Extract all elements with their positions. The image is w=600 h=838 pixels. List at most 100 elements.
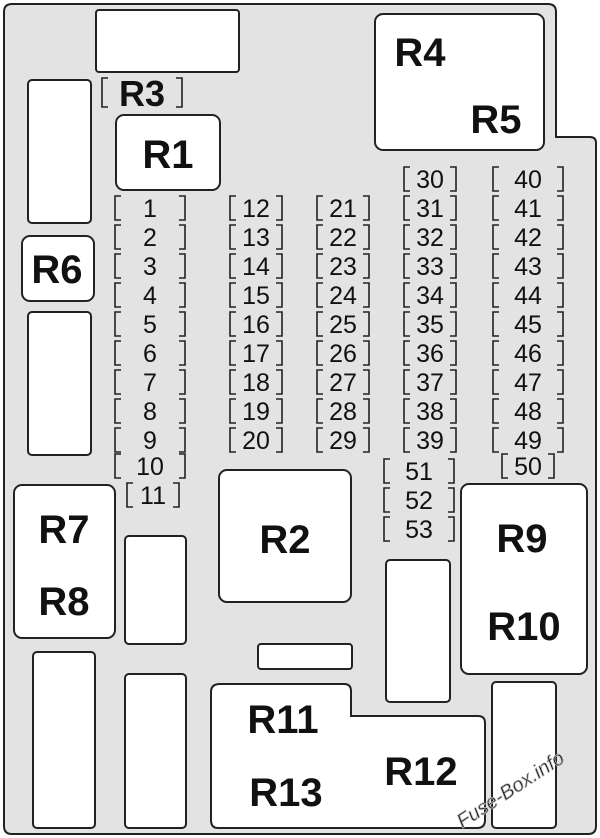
fuse-label-35: 35 bbox=[416, 311, 444, 339]
fuse-bracket-41 bbox=[492, 195, 564, 221]
relay-boxes bbox=[13, 13, 588, 829]
relay-label-r1: R1 bbox=[142, 133, 193, 177]
fuse-bracket-11 bbox=[126, 482, 180, 508]
fuse-label-49: 49 bbox=[514, 427, 542, 455]
fuse-bracket-5 bbox=[114, 311, 186, 337]
fuse-bracket-43 bbox=[492, 253, 564, 279]
fuse-label-1: 1 bbox=[143, 195, 157, 223]
fuse-bracket-39 bbox=[403, 427, 457, 453]
fuse-bracket-38 bbox=[403, 398, 457, 424]
fuse-bracket-1 bbox=[114, 195, 186, 221]
fuse-label-46: 46 bbox=[514, 340, 542, 368]
fuse-label-51: 51 bbox=[405, 458, 433, 486]
fuse-label-8: 8 bbox=[143, 398, 157, 426]
fuse-bracket-51 bbox=[383, 458, 455, 484]
fuse-label-20: 20 bbox=[242, 427, 270, 455]
fuse-label-2: 2 bbox=[143, 224, 157, 252]
relay-label-r9: R9 bbox=[496, 517, 547, 561]
fuse-label-10: 10 bbox=[136, 453, 164, 481]
relay-box-r4-r5 bbox=[374, 13, 545, 151]
fuse-label-22: 22 bbox=[329, 224, 357, 252]
fuse-bracket-24 bbox=[316, 282, 370, 308]
fuse-label-7: 7 bbox=[143, 369, 157, 397]
fuse-bracket-19 bbox=[229, 398, 283, 424]
fuse-label-25: 25 bbox=[329, 311, 357, 339]
fuse-label-19: 19 bbox=[242, 398, 270, 426]
fuse-label-38: 38 bbox=[416, 398, 444, 426]
fuse-bracket-13 bbox=[229, 224, 283, 250]
fuse-bracket-37 bbox=[403, 369, 457, 395]
fuse-bracket-2 bbox=[114, 224, 186, 250]
fuse-bracket-10 bbox=[114, 453, 186, 479]
fuse-label-12: 12 bbox=[242, 195, 270, 223]
fuse-label-48: 48 bbox=[514, 398, 542, 426]
fuse-label-27: 27 bbox=[329, 369, 357, 397]
fuse-bracket-49 bbox=[492, 427, 564, 453]
fuse-labels: 1234567891011121314151617181920212223242… bbox=[136, 166, 542, 544]
relay-label-r6: R6 bbox=[31, 248, 82, 292]
relay-box-r2 bbox=[218, 469, 352, 603]
fuse-bracket-26 bbox=[316, 340, 370, 366]
fuse-label-53: 53 bbox=[405, 516, 433, 544]
fuse-label-3: 3 bbox=[143, 253, 157, 281]
empty-slot-left-upper bbox=[27, 79, 92, 224]
fuse-label-29: 29 bbox=[329, 427, 357, 455]
fuse-label-42: 42 bbox=[514, 224, 542, 252]
fuse-label-43: 43 bbox=[514, 253, 542, 281]
fuse-label-13: 13 bbox=[242, 224, 270, 252]
fuse-label-34: 34 bbox=[416, 282, 444, 310]
empty-slots bbox=[27, 9, 557, 829]
fuse-bracket-44 bbox=[492, 282, 564, 308]
fuse-bracket-22 bbox=[316, 224, 370, 250]
empty-slot-center-right bbox=[385, 559, 451, 703]
fuse-label-30: 30 bbox=[416, 166, 444, 194]
fuse-label-23: 23 bbox=[329, 253, 357, 281]
fuse-bracket-50 bbox=[501, 453, 555, 479]
empty-slot-top bbox=[95, 9, 240, 73]
fuse-bracket-47 bbox=[492, 369, 564, 395]
relay-label-r12: R12 bbox=[384, 750, 457, 794]
relay-label-r10: R10 bbox=[487, 605, 560, 649]
empty-slot-small-center bbox=[257, 643, 353, 670]
fuse-bracket-8 bbox=[114, 398, 186, 424]
relay-label-r13: R13 bbox=[249, 771, 322, 815]
fuse-bracket-35 bbox=[403, 311, 457, 337]
fuse-bracket-36 bbox=[403, 340, 457, 366]
fuse-label-9: 9 bbox=[143, 427, 157, 455]
fuse-label-33: 33 bbox=[416, 253, 444, 281]
fuse-label-14: 14 bbox=[242, 253, 270, 281]
relay-box-r1 bbox=[115, 114, 221, 191]
fuse-bracket-52 bbox=[383, 487, 455, 513]
relay-label-r11: R11 bbox=[247, 698, 318, 742]
fuse-label-36: 36 bbox=[416, 340, 444, 368]
fuse-bracket-32 bbox=[403, 224, 457, 250]
fuse-label-18: 18 bbox=[242, 369, 270, 397]
fuse-bracket-34 bbox=[403, 282, 457, 308]
fuse-bracket-12 bbox=[229, 195, 283, 221]
fuse-bracket-25 bbox=[316, 311, 370, 337]
fuse-bracket-18 bbox=[229, 369, 283, 395]
fuse-bracket-46 bbox=[492, 340, 564, 366]
fuse-label-11: 11 bbox=[140, 482, 166, 510]
relay-box-r9-r10 bbox=[460, 483, 588, 675]
fuse-label-28: 28 bbox=[329, 398, 357, 426]
relay-label-r3: R3 bbox=[119, 73, 165, 114]
relay-box-r6 bbox=[21, 235, 95, 302]
fuse-label-6: 6 bbox=[143, 340, 157, 368]
fuse-label-4: 4 bbox=[143, 282, 157, 310]
fuse-label-39: 39 bbox=[416, 427, 444, 455]
fuse-bracket-30 bbox=[403, 166, 457, 192]
fuse-label-32: 32 bbox=[416, 224, 444, 252]
fuse-bracket-29 bbox=[316, 427, 370, 453]
fuse-bracket-48 bbox=[492, 398, 564, 424]
fuse-bracket-40 bbox=[492, 166, 564, 192]
empty-slot-bottom-center-left bbox=[124, 673, 187, 829]
fuse-label-16: 16 bbox=[242, 311, 270, 339]
fuse-bracket-53 bbox=[383, 516, 455, 542]
fuse-label-40: 40 bbox=[514, 166, 542, 194]
fuse-bracket-3 bbox=[114, 253, 186, 279]
relay-label-r4: R4 bbox=[394, 31, 446, 75]
fuse-label-21: 21 bbox=[329, 195, 357, 223]
fuse-brackets bbox=[114, 166, 564, 542]
